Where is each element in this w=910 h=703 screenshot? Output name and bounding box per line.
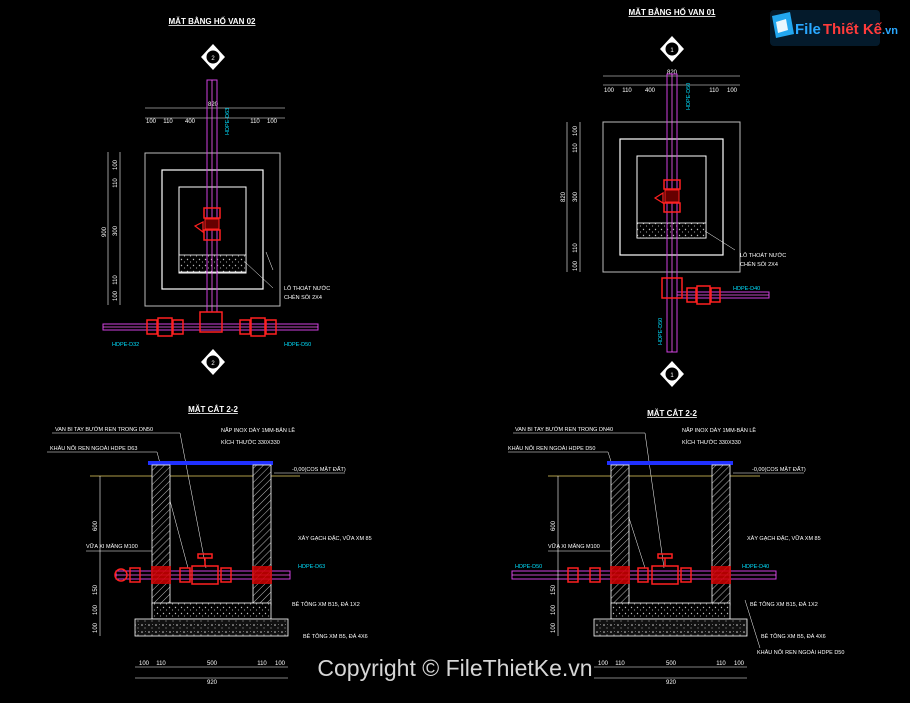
svg-text:300: 300 [113,225,119,236]
svg-text:110: 110 [163,119,173,125]
svg-text:110: 110 [573,243,579,253]
svg-text:CHÈN SỎI 2X4: CHÈN SỎI 2X4 [740,261,778,268]
svg-text:HDPE-D50: HDPE-D50 [284,342,311,348]
svg-text:CHÈN SỎI 2X4: CHÈN SỎI 2X4 [284,294,322,301]
svg-text:110: 110 [257,661,267,667]
section-left-2-2: MẶT CẮT 2-2 VAN BI TAY BƯỚM REN TRONG DN… [47,405,372,686]
svg-text:820: 820 [561,191,567,202]
svg-text:100: 100 [146,119,157,125]
svg-text:1: 1 [670,373,674,379]
svg-text:300: 300 [573,191,579,202]
svg-text:XÂY GẠCH ĐẶC, VỮA XM 85: XÂY GẠCH ĐẶC, VỮA XM 85 [747,535,821,542]
svg-text:100: 100 [139,661,150,667]
svg-text:KHÂU NỐI REN NGOÀI HDPE D50: KHÂU NỐI REN NGOÀI HDPE D50 [508,445,595,452]
svg-text:110: 110 [622,88,632,94]
svg-text:VAN BI TAY BƯỚM REN TRONG DN40: VAN BI TAY BƯỚM REN TRONG DN40 [515,426,613,433]
svg-text:920: 920 [207,680,218,686]
svg-text:100: 100 [573,125,579,136]
svg-text:400: 400 [645,88,656,94]
svg-text:KÍCH THƯỚC 330X330: KÍCH THƯỚC 330X330 [682,439,741,446]
svg-text:HDPE-D40: HDPE-D40 [742,564,769,570]
svg-text:100: 100 [267,119,278,125]
svg-text:150: 150 [93,584,99,595]
svg-text:110: 110 [113,275,119,285]
svg-text:110: 110 [113,178,119,188]
svg-text:110: 110 [709,88,719,94]
svg-text:HDPE-D50: HDPE-D50 [515,564,542,570]
section-marker-bottom-right-icon: 1 [660,361,684,387]
svg-text:110: 110 [156,661,166,667]
svg-text:HDPE-D50: HDPE-D50 [658,318,664,345]
svg-text:HDPE-D63: HDPE-D63 [298,564,325,570]
svg-text:NẮP INOX DÀY 1MM-BẢN LỀ: NẮP INOX DÀY 1MM-BẢN LỀ [221,426,295,434]
plan-right-valve-pit-01: MẶT BẰNG HỐ VAN 01 1 820 100 110 400 110… [561,7,786,387]
svg-text:100: 100 [93,604,99,615]
svg-text:HDPE-D32: HDPE-D32 [112,342,139,348]
svg-text:500: 500 [207,661,218,667]
svg-text:HDPE-D50: HDPE-D50 [686,83,692,110]
svg-text:110: 110 [573,143,579,153]
plan-right-title: MẶT BẰNG HỐ VAN 01 [629,7,717,17]
svg-text:100: 100 [551,622,557,633]
section-right-2-2: MẶT CẮT 2-2 VAN BI TAY BƯỚM REN TRONG DN… [508,409,844,686]
svg-text:100: 100 [113,159,119,170]
svg-text:2: 2 [211,361,215,367]
svg-text:VỮA XI MĂNG M100: VỮA XI MĂNG M100 [548,543,600,550]
svg-text:HDPE-D63: HDPE-D63 [225,108,231,135]
section-marker-top-icon: 2 [201,44,225,70]
svg-text:KHÂU NỐI REN NGOÀI HDPE D63: KHÂU NỐI REN NGOÀI HDPE D63 [50,445,137,452]
svg-text:100: 100 [727,88,738,94]
svg-text:110: 110 [716,661,726,667]
fittings-right [661,277,721,305]
svg-text:BÊ TÔNG XM B5, ĐÁ 4X6: BÊ TÔNG XM B5, ĐÁ 4X6 [761,632,826,640]
svg-text:110: 110 [250,119,260,125]
svg-text:LỖ THOÁT NƯỚC: LỖ THOÁT NƯỚC [284,285,330,292]
svg-text:820: 820 [208,102,219,108]
svg-text:100: 100 [573,260,579,271]
plan-left-title: MẶT BẰNG HỐ VAN 02 [169,16,257,26]
svg-text:400: 400 [185,119,196,125]
svg-text:100: 100 [598,661,609,667]
svg-text:100: 100 [93,622,99,633]
svg-text:NẮP INOX DÀY 1MM-BẢN LỀ: NẮP INOX DÀY 1MM-BẢN LỀ [682,426,756,434]
svg-text:BÊ TÔNG XM B15, ĐÁ 1X2: BÊ TÔNG XM B15, ĐÁ 1X2 [292,600,360,608]
svg-text:600: 600 [93,520,99,531]
svg-text:HDPE-D40: HDPE-D40 [733,286,760,292]
svg-text:-0,00(COS MẶT ĐẤT): -0,00(COS MẶT ĐẤT) [292,466,346,473]
svg-text:KÍCH THƯỚC 330X330: KÍCH THƯỚC 330X330 [221,439,280,446]
svg-text:BÊ TÔNG XM B5, ĐÁ 4X6: BÊ TÔNG XM B5, ĐÁ 4X6 [303,632,368,640]
svg-text:100: 100 [604,88,615,94]
svg-text:500: 500 [666,661,677,667]
svg-text:100: 100 [113,290,119,301]
svg-text:100: 100 [551,604,557,615]
svg-text:820: 820 [667,70,678,76]
svg-text:BÊ TÔNG XM B15, ĐÁ 1X2: BÊ TÔNG XM B15, ĐÁ 1X2 [750,600,818,608]
svg-text:600: 600 [551,520,557,531]
svg-text:100: 100 [734,661,745,667]
svg-text:2: 2 [211,56,215,62]
svg-text:920: 920 [666,680,677,686]
section-right-title: MẶT CẮT 2-2 [647,409,697,418]
svg-text:KHÂU NỐI REN NGOÀI HDPE D50: KHÂU NỐI REN NGOÀI HDPE D50 [757,649,844,656]
section-left-title: MẶT CẮT 2-2 [188,405,238,414]
copyright-watermark: Copyright © FileThietKe.vn [317,655,592,681]
svg-text:XÂY GẠCH ĐẶC, VỮA XM 85: XÂY GẠCH ĐẶC, VỮA XM 85 [298,535,372,542]
svg-text:110: 110 [615,661,625,667]
fittings-left [146,311,277,337]
plan-left-valve-pit-02: MẶT BẰNG HỐ VAN 02 2 820 100 110 400 110… [102,16,330,375]
svg-text:900: 900 [102,226,108,237]
svg-text:VỮA XI MĂNG M100: VỮA XI MĂNG M100 [86,543,138,550]
svg-text:VAN BI TAY BƯỚM REN TRONG DN50: VAN BI TAY BƯỚM REN TRONG DN50 [55,426,153,433]
svg-text:1: 1 [670,48,674,54]
svg-text:100: 100 [275,661,286,667]
section-marker-top-right-icon: 1 [660,36,684,62]
section-marker-bottom-icon: 2 [201,349,225,375]
svg-text:LỖ THOÁT NƯỚC: LỖ THOÁT NƯỚC [740,252,786,259]
svg-text:-0,00(COS MẶT ĐẤT): -0,00(COS MẶT ĐẤT) [752,466,806,473]
svg-text:150: 150 [551,584,557,595]
